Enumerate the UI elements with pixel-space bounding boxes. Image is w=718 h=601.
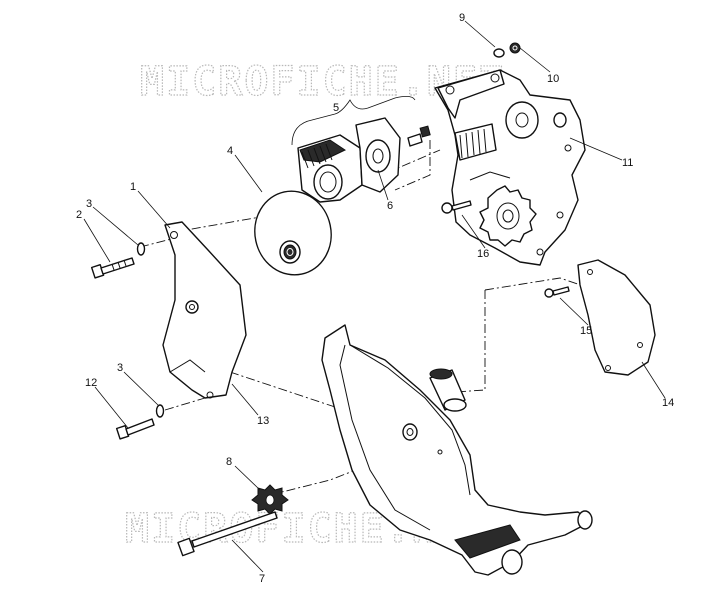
bolt-upper xyxy=(90,257,135,279)
washer-lower xyxy=(155,404,165,418)
callout-5: 5 xyxy=(333,102,339,114)
pulley-disc xyxy=(254,190,332,276)
callout-1: 1 xyxy=(130,181,136,193)
callout-6: 6 xyxy=(387,200,393,212)
callout-10: 10 xyxy=(547,73,559,85)
bolt-lower xyxy=(115,418,155,440)
callout-9: 9 xyxy=(459,12,465,24)
callout-14: 14 xyxy=(662,397,674,409)
drive-clutch-assembly xyxy=(297,117,431,203)
housing-screw xyxy=(441,200,472,214)
washer-upper xyxy=(136,242,146,256)
top-washer xyxy=(493,48,505,58)
callout-4: 4 xyxy=(227,145,233,157)
callout-12: 12 xyxy=(85,377,97,389)
callout-8: 8 xyxy=(226,456,232,468)
callout-7: 7 xyxy=(259,573,265,585)
callout-3b: 3 xyxy=(117,362,123,374)
long-bolt xyxy=(177,511,278,557)
gearbox-housing xyxy=(434,69,586,266)
cover-screw xyxy=(544,286,570,298)
mounting-frame xyxy=(321,324,593,576)
callout-15: 15 xyxy=(580,325,592,337)
callout-3a: 3 xyxy=(86,198,92,210)
leader-lines xyxy=(83,20,666,573)
gearbox-cover xyxy=(577,259,656,376)
callout-2: 2 xyxy=(76,209,82,221)
callout-13: 13 xyxy=(257,415,269,427)
callout-16: 16 xyxy=(477,248,489,260)
callout-11: 11 xyxy=(622,157,633,169)
bracket-plate xyxy=(162,221,247,399)
top-nut xyxy=(509,42,521,54)
callout-labels: 1 2 3 3 4 5 6 7 8 9 10 11 12 13 14 15 16 xyxy=(76,12,674,585)
